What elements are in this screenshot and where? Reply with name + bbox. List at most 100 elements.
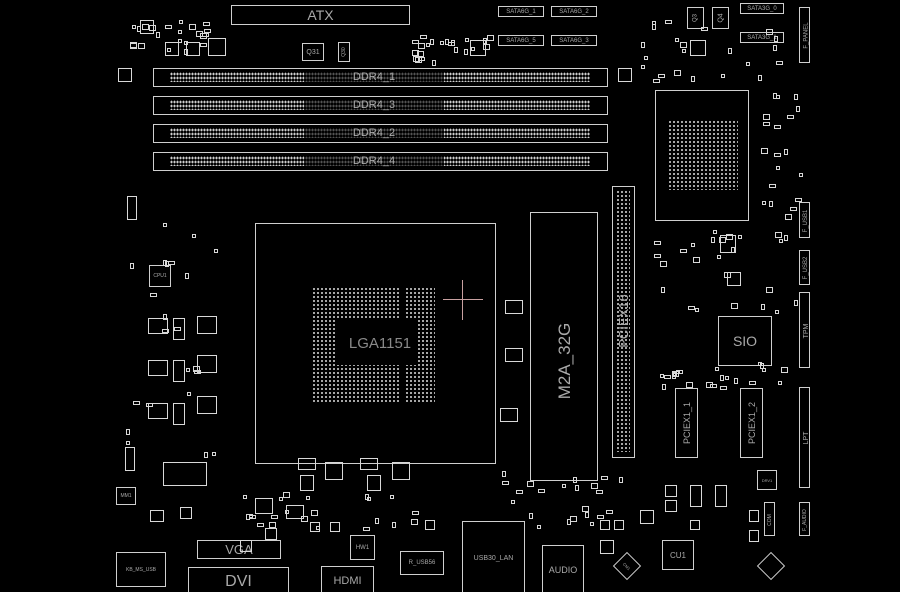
q31-component[interactable]: Q31 (302, 43, 324, 61)
smd-pad (166, 48, 171, 53)
f-audio-header[interactable]: F_AUDIO (799, 502, 810, 536)
smd-component[interactable] (392, 462, 410, 480)
smd-component[interactable] (727, 272, 741, 286)
com-header[interactable]: COM (764, 502, 775, 536)
sio-chip[interactable]: SIO (718, 316, 772, 366)
mm1-label: MM1 (120, 493, 132, 499)
smd-component[interactable] (197, 396, 217, 414)
tpm-header[interactable]: TPM (799, 292, 810, 368)
sata-connector-2[interactable]: SATA6G_2 (551, 6, 597, 17)
smd-pad (769, 184, 777, 189)
f-panel-header[interactable]: F_PANEL (799, 7, 810, 63)
cu1-chip[interactable]: CU1 (662, 540, 694, 570)
pciex1-slot-2[interactable]: PCIEX1_2 (740, 388, 763, 458)
smd-component[interactable] (163, 462, 207, 486)
smd-component[interactable] (197, 355, 217, 373)
smd-component[interactable] (150, 510, 164, 522)
smd-component[interactable] (240, 540, 252, 552)
sata3g-connector-0[interactable]: SATA3G_0 (740, 3, 784, 14)
smd-component[interactable] (127, 196, 137, 220)
sata-connector-1[interactable]: SATA6G_1 (498, 6, 544, 17)
pch-chip[interactable] (655, 90, 749, 221)
cpu1-chip[interactable]: CPU1 (149, 265, 171, 287)
smd-component[interactable] (208, 38, 226, 56)
smd-component[interactable] (690, 520, 700, 530)
dimm-slot[interactable]: DDR4_1 (153, 68, 608, 87)
drv1-chip[interactable]: DRV1 (757, 470, 777, 490)
smd-component[interactable] (197, 316, 217, 334)
smd-component[interactable] (470, 40, 486, 56)
sata-connector-5[interactable]: SATA6G_5 (498, 35, 544, 46)
smd-pad (146, 403, 154, 408)
smd-component[interactable] (325, 462, 343, 480)
sata-connector-3[interactable]: SATA6G_3 (551, 35, 597, 46)
smd-component[interactable] (265, 528, 277, 540)
smd-pad (186, 391, 191, 396)
smd-component[interactable] (614, 520, 624, 530)
smd-component[interactable] (367, 475, 381, 491)
smd-component[interactable] (148, 318, 168, 334)
lpt-header[interactable]: LPT (799, 387, 810, 488)
f-usb2-header[interactable]: F_USB2 (799, 250, 810, 285)
smd-component[interactable] (505, 348, 523, 362)
smd-component[interactable] (173, 318, 185, 340)
smd-component[interactable] (165, 42, 179, 56)
dimm-slot[interactable]: DDR4_3 (153, 96, 608, 115)
smd-component[interactable] (665, 500, 677, 512)
vga-connector[interactable]: VGA (197, 540, 281, 559)
hw1-chip[interactable]: HW1 (350, 535, 375, 560)
sata3g-connector-1[interactable]: SATA3G_1 (740, 32, 784, 43)
q30-component[interactable]: Q30 (338, 42, 350, 62)
smd-component[interactable] (618, 68, 632, 82)
smd-component[interactable] (690, 40, 706, 56)
r-usb-connector[interactable]: R_USB56 (400, 551, 444, 575)
m2-slot[interactable]: M2A_32G (530, 212, 598, 481)
smd-component[interactable] (715, 485, 727, 507)
smd-component[interactable] (148, 360, 168, 376)
dimm-slot[interactable]: DDR4_4 (153, 152, 608, 171)
pciex16-slot[interactable]: PCIEX16 (612, 186, 635, 458)
mm1-chip[interactable]: MM1 (116, 487, 136, 505)
smd-component[interactable] (690, 485, 702, 507)
smd-component[interactable] (425, 520, 435, 530)
hdmi-connector[interactable]: HDMI (321, 566, 374, 592)
smd-component[interactable] (749, 530, 759, 542)
smd-component[interactable] (125, 447, 135, 471)
smd-component[interactable] (665, 485, 677, 497)
smd-component[interactable] (255, 498, 273, 514)
smd-component[interactable] (505, 300, 523, 314)
smd-component[interactable] (186, 42, 200, 56)
smd-pad (573, 477, 578, 484)
f-usb1-header[interactable]: F_USB1 (799, 202, 810, 238)
dvi-connector[interactable]: DVI (188, 567, 289, 592)
kb-ms-usb-connector[interactable]: KB_MS_USB (116, 552, 166, 587)
diamond-chip[interactable] (756, 551, 786, 581)
smd-component[interactable] (298, 458, 316, 470)
smd-component[interactable] (330, 522, 340, 532)
smd-component[interactable] (600, 540, 614, 554)
smd-component[interactable] (500, 408, 518, 422)
smd-component[interactable] (749, 510, 759, 522)
q3-component[interactable]: Q3 (687, 7, 704, 29)
smd-component[interactable] (148, 403, 168, 419)
smd-component[interactable] (118, 68, 132, 82)
smd-component[interactable] (286, 505, 304, 519)
audio-connector[interactable]: AUDIO (542, 545, 584, 592)
usb-lan-connector[interactable]: USB30_LAN (462, 521, 525, 592)
cm1-chip[interactable]: CM1 (612, 551, 642, 581)
atx-connector[interactable]: ATX (231, 5, 410, 25)
q4-component[interactable]: Q4 (712, 7, 729, 29)
smd-component[interactable] (300, 475, 314, 491)
smd-component[interactable] (173, 403, 185, 425)
pciex1-slot-1[interactable]: PCIEX1_1 (675, 388, 698, 458)
dimm-slot[interactable]: DDR4_2 (153, 124, 608, 143)
smd-component[interactable] (600, 520, 610, 530)
smd-pad (141, 24, 149, 31)
smd-component[interactable] (173, 360, 185, 382)
smd-component[interactable] (640, 510, 654, 524)
smd-component[interactable] (720, 235, 736, 253)
smd-component[interactable] (180, 507, 192, 519)
cpu-socket-outline[interactable] (255, 223, 496, 464)
smd-component[interactable] (360, 458, 378, 470)
